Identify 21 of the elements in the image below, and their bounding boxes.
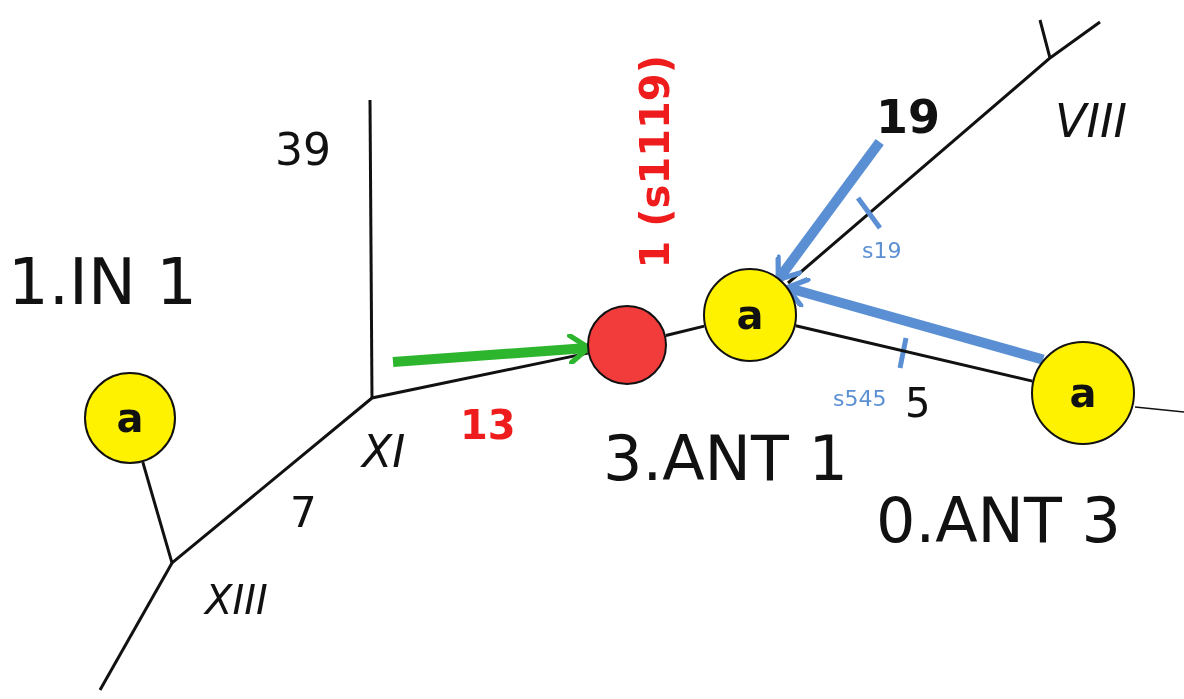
taxon-label: 3.ANT 1 [603, 428, 848, 490]
branch-label: s545 [833, 388, 887, 410]
branch-label: 19 [876, 94, 940, 140]
branch-label: 5 [905, 383, 931, 423]
branch-line [795, 324, 1033, 383]
branch-label: 13 [460, 405, 516, 445]
branch-label: XI [362, 430, 406, 474]
branch-line [141, 351, 589, 566]
branch-label: s19 [862, 240, 902, 262]
branch-label: XIII [205, 580, 268, 620]
circle-marker: a [84, 372, 176, 464]
circle-marker: a [703, 268, 797, 362]
taxon-label: 1.IN 1 [8, 250, 197, 314]
circle-marker: a [1031, 341, 1135, 445]
branch-label: 7 [290, 492, 317, 534]
branch-label: 39 [275, 128, 331, 172]
branch-line [665, 324, 705, 337]
branch-label: VIII [1055, 98, 1128, 144]
arrow [775, 139, 884, 283]
taxon-label: 0.ANT 3 [876, 490, 1121, 552]
rotated-label: 1 (s1119) [635, 55, 675, 269]
